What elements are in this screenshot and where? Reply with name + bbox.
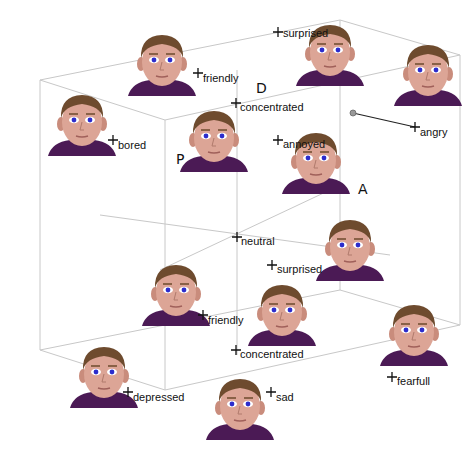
cross-marker: [266, 387, 276, 397]
emotion-label: depressed: [133, 391, 184, 404]
face-image: [316, 220, 384, 281]
face-image: [394, 45, 462, 106]
emotion-label: annoyed: [283, 138, 325, 151]
face-image: [206, 379, 274, 440]
emotion-label: surprised: [277, 263, 322, 276]
emotion-label: concentrated: [240, 348, 304, 361]
face-image: [48, 95, 116, 156]
axis-label: A: [358, 181, 368, 197]
axis-lines: [100, 70, 390, 355]
emotion-label: concentrated: [240, 101, 304, 114]
cross-marker: [387, 372, 397, 382]
cross-marker: [193, 68, 203, 78]
cross-marker: [410, 122, 420, 132]
cross-marker: [123, 387, 133, 397]
face-image: [128, 35, 196, 96]
cross-marker: [198, 310, 208, 320]
cross-marker: [231, 98, 241, 108]
face-image: [248, 285, 316, 346]
face-image: [380, 305, 448, 366]
cross-marker: [273, 27, 283, 37]
axis-label: D: [256, 80, 267, 96]
face-images: [48, 25, 462, 440]
emotion-label: fearfull: [397, 375, 430, 388]
axis-label: P: [176, 151, 184, 167]
cross-marker: [231, 345, 241, 355]
cross-marker: [232, 232, 242, 242]
face-image: [70, 347, 138, 408]
face-image: [142, 265, 210, 326]
cube-outline: [40, 20, 460, 390]
emotion-label: friendly: [208, 314, 243, 327]
cross-marker: [108, 135, 118, 145]
cross-marker: [273, 135, 283, 145]
angry-vector: [350, 110, 415, 127]
emotion-label: friendly: [203, 72, 238, 85]
emotion-label: sad: [276, 391, 294, 404]
emotion-label: neutral: [241, 235, 275, 248]
emotion-label: angry: [420, 126, 448, 139]
face-image: [180, 111, 248, 172]
emotion-label: bored: [118, 139, 146, 152]
cross-marker: [267, 260, 277, 270]
cross-markers: [108, 27, 420, 397]
emotion-label: surprised: [283, 27, 328, 40]
face-image: [282, 133, 350, 194]
